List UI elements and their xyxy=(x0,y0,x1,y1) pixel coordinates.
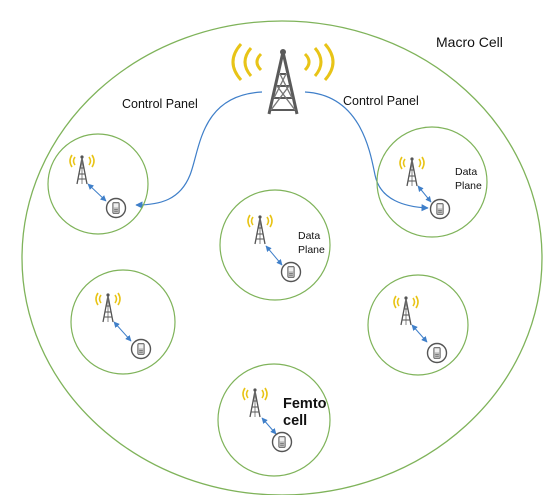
small-cell-top-left xyxy=(47,133,149,235)
cell-tower-icon xyxy=(247,214,273,245)
control-panel-left-label: Control Panel xyxy=(122,97,198,111)
cell-tower-icon xyxy=(399,156,425,187)
cell-tower-icon xyxy=(242,387,268,418)
femto-label-1: Femto xyxy=(283,396,327,412)
cell-tower-icon xyxy=(69,154,95,185)
data-plane-center-label-1: Data xyxy=(298,230,320,242)
control-arrow-left xyxy=(135,91,263,209)
mobile-phone-icon xyxy=(429,198,451,220)
femto-cell: Femto cell xyxy=(217,363,331,477)
mobile-phone-icon xyxy=(105,197,127,219)
macro-tower-icon xyxy=(231,43,335,115)
control-arrow-right xyxy=(304,91,429,212)
femto-label-2: cell xyxy=(283,413,307,429)
cell-tower-icon xyxy=(95,292,121,323)
cell-tower-icon xyxy=(393,295,419,326)
mobile-phone-icon xyxy=(426,342,448,364)
macro-cell-boundary xyxy=(21,20,543,495)
data-plane-right-label-1: Data xyxy=(455,166,477,178)
mobile-phone-icon xyxy=(280,261,302,283)
small-cell-mid-right xyxy=(367,274,469,376)
small-cell-mid-left xyxy=(70,269,176,375)
macro-cell-label: Macro Cell xyxy=(436,34,503,50)
data-plane-center-label-2: Plane xyxy=(298,244,325,256)
small-cell-center: Data Plane xyxy=(219,189,331,301)
small-cell-top-right: Data Plane xyxy=(376,126,488,238)
data-plane-right-label-2: Plane xyxy=(455,180,482,192)
control-panel-right-label: Control Panel xyxy=(343,94,419,108)
mobile-phone-icon xyxy=(271,431,293,453)
mobile-phone-icon xyxy=(130,338,152,360)
